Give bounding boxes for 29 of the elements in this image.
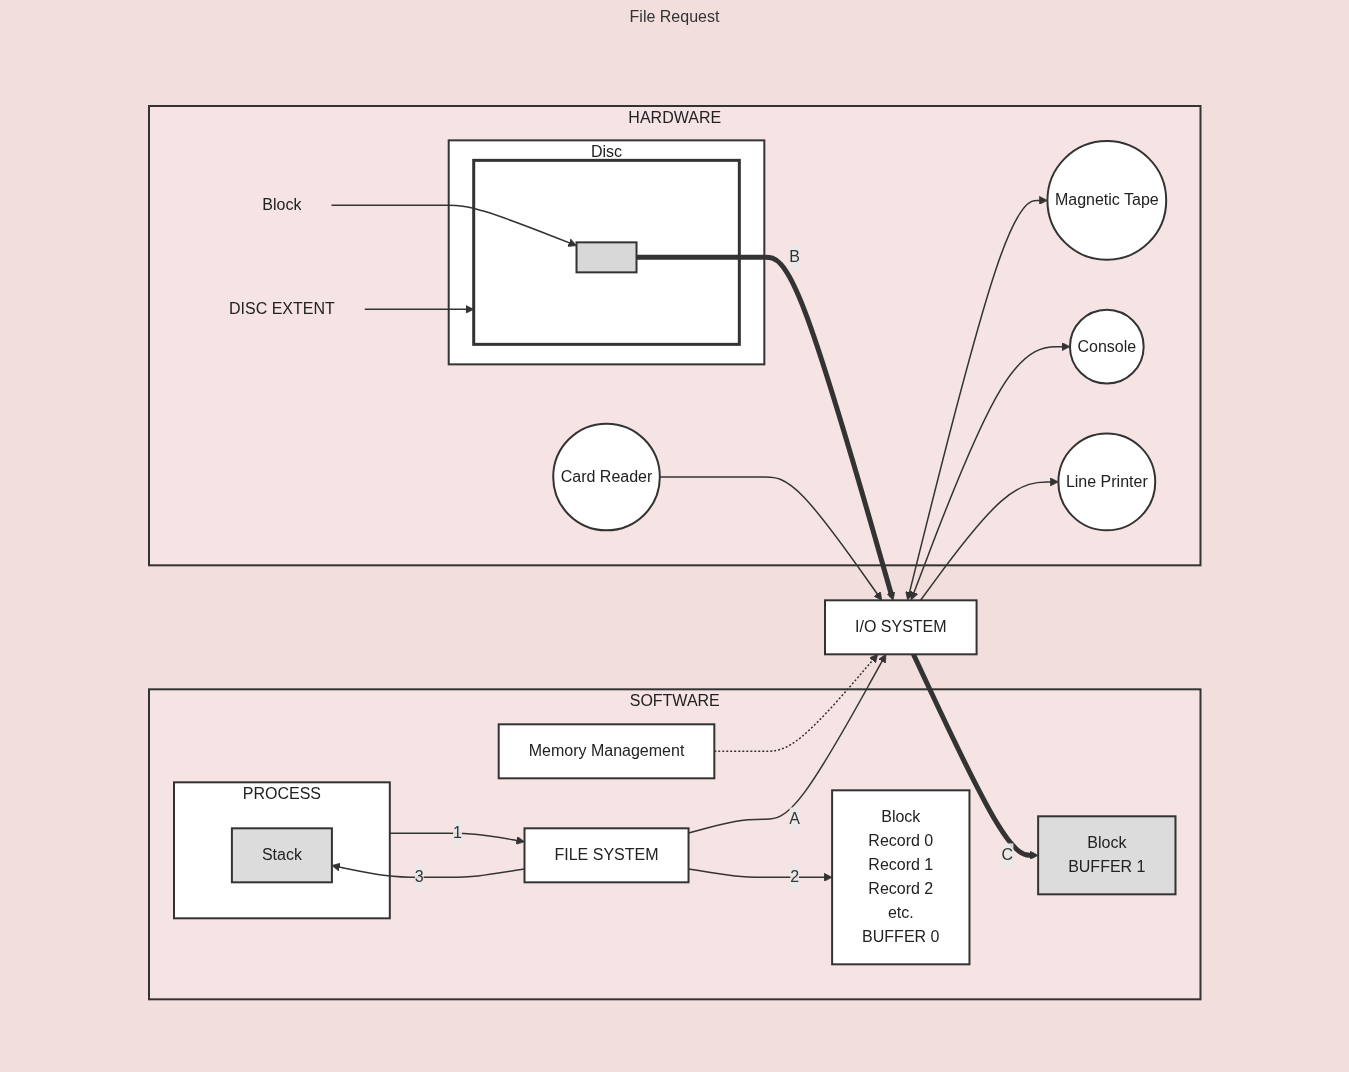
node-box: FILE SYSTEM xyxy=(523,827,690,884)
node-circle: Line Printer xyxy=(1057,432,1156,532)
arrow xyxy=(331,863,525,879)
arrow xyxy=(330,204,577,248)
node-box xyxy=(575,241,638,274)
edge-label: 3 xyxy=(414,868,424,886)
node-circle: Console xyxy=(1068,309,1145,385)
cluster xyxy=(471,159,741,347)
node-box: Block Record 0 Record 1 Record 2 etc. BUFFER 0 xyxy=(830,789,971,966)
edge-label: A xyxy=(789,810,800,828)
note-text: File Request xyxy=(629,8,720,25)
arrow xyxy=(363,305,474,315)
arrow xyxy=(636,255,895,602)
node-box: I/O SYSTEM xyxy=(823,599,978,656)
cluster: Disc xyxy=(447,139,766,366)
edge-label: B xyxy=(789,248,800,266)
arrow xyxy=(388,832,525,846)
arrow xyxy=(919,477,1059,602)
edge-label: 1 xyxy=(452,824,462,842)
arrow xyxy=(905,196,1048,601)
node-circle: Magnetic Tape xyxy=(1046,140,1167,262)
node-circle: Card Reader xyxy=(551,423,661,532)
node-text: Block xyxy=(262,196,302,214)
edge-label: C xyxy=(1001,846,1013,864)
node-box: Memory Management xyxy=(497,723,716,780)
edge-label: 2 xyxy=(789,868,799,886)
node-box: Stack xyxy=(230,827,333,884)
node-box: Block BUFFER 1 xyxy=(1036,815,1177,896)
node-text: DISC EXTENT xyxy=(228,300,335,318)
